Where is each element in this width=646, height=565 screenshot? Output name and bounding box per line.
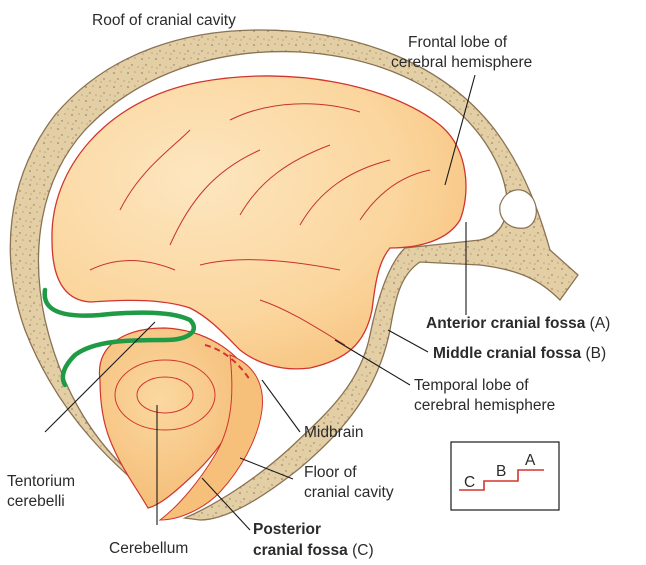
inset-label-b: B: [496, 463, 506, 480]
label-posterior-name-2: cranial fossa: [253, 542, 348, 559]
label-anterior-letter: (A): [585, 315, 610, 332]
label-posterior-name-1: Posterior: [253, 521, 321, 538]
label-middle-name: Middle cranial fossa: [433, 345, 582, 362]
label-middle-letter: (B): [581, 345, 606, 362]
label-anterior-name: Anterior cranial fossa: [426, 315, 586, 332]
label-floor-2: cranial cavity: [304, 484, 394, 501]
label-posterior-2: cranial fossa (C): [253, 542, 374, 559]
label-temporal-2: cerebral hemisphere: [414, 397, 555, 414]
label-tentorium-2: cerebelli: [7, 493, 65, 510]
label-frontal-1: Frontal lobe of: [408, 34, 508, 51]
label-posterior-1: Posterior: [253, 521, 321, 538]
label-middle: Middle cranial fossa (B): [433, 345, 606, 362]
label-temporal-1: Temporal lobe of: [414, 377, 529, 394]
leader-middle: [388, 330, 428, 352]
label-posterior-letter: (C): [348, 542, 374, 559]
cerebral-hemisphere: [52, 76, 466, 369]
label-anterior: Anterior cranial fossa (A): [426, 315, 610, 332]
orbit-opening: [500, 190, 537, 228]
leader-midbrain: [262, 380, 300, 432]
label-frontal-2: cerebral hemisphere: [391, 54, 532, 71]
label-midbrain: Midbrain: [304, 424, 363, 441]
label-floor-1: Floor of: [304, 464, 357, 481]
label-tentorium-1: Tentorium: [7, 473, 75, 490]
label-roof: Roof of cranial cavity: [92, 12, 236, 29]
label-cerebellum: Cerebellum: [109, 540, 188, 557]
inset-label-c: C: [464, 474, 475, 491]
inset-label-a: A: [525, 452, 536, 469]
